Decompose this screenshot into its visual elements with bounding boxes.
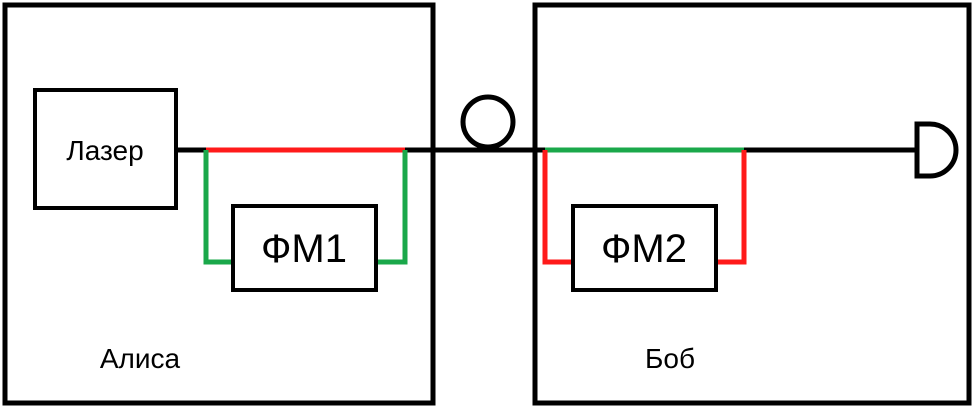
- alice-green-arm-right: [376, 150, 408, 265]
- laser-box: [33, 88, 178, 210]
- alice-green-arm-left: [203, 150, 233, 265]
- alice-frame: [2, 2, 436, 406]
- detector-icon: [914, 121, 959, 179]
- modulator-1-label: ФМ1: [261, 227, 347, 271]
- fiber-channel: [460, 94, 545, 153]
- modulator-1-box: [231, 204, 378, 292]
- bob-label: Боб: [645, 343, 695, 374]
- bob-red-arm-right: [716, 150, 747, 265]
- alice-label: Алиса: [100, 343, 181, 374]
- bob-block: ФМ2 Боб: [532, 2, 972, 406]
- fiber-loop-icon: [460, 94, 516, 150]
- bob-frame: [532, 2, 972, 406]
- modulator-2-box: [571, 204, 718, 292]
- bob-red-arm-left: [542, 150, 573, 265]
- alice-block: Лазер ФМ1 Алиса: [2, 2, 465, 406]
- laser-label: Лазер: [66, 135, 143, 166]
- modulator-2-label: ФМ2: [601, 227, 687, 271]
